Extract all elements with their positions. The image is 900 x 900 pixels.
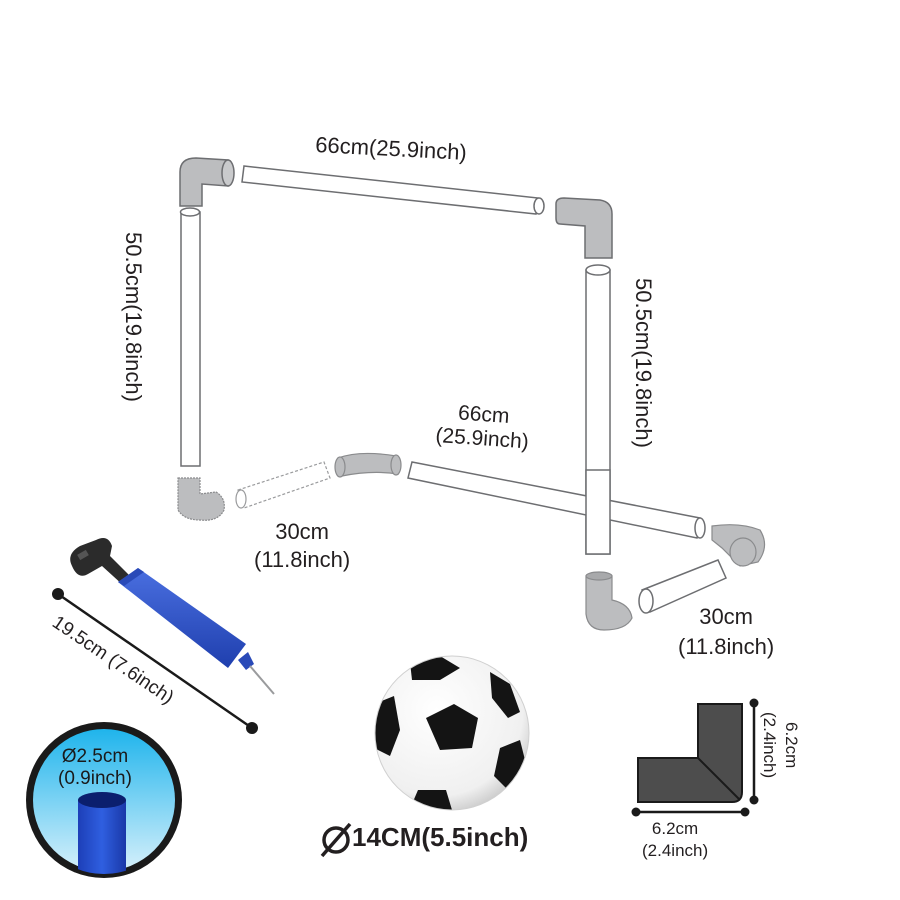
ball-diameter-value: 14CM(5.5inch) bbox=[352, 822, 529, 852]
back-bar-length-label: 66cm (25.9inch) bbox=[435, 400, 532, 454]
pipe-diameter-detail bbox=[26, 722, 182, 878]
right-post-length-label: 50.5cm(19.8inch) bbox=[631, 278, 656, 448]
pipe-diameter-cm: Ø2.5cm bbox=[61, 746, 129, 767]
corner-width-label: 6.2cm (2.4inch) bbox=[642, 818, 708, 862]
corner-height-label: 6.2cm (2.4inch) bbox=[758, 712, 802, 778]
back-right-elbow-connector bbox=[711, 524, 766, 567]
corner-connector-icon bbox=[637, 703, 743, 803]
top-right-elbow-connector bbox=[555, 197, 613, 259]
bottom-right-elbow-connector bbox=[585, 571, 633, 631]
top-left-elbow-connector bbox=[179, 157, 235, 207]
left-foot-length-inch: (11.8inch) bbox=[254, 547, 351, 572]
corner-height-dimension bbox=[749, 698, 759, 805]
left-post-length-label: 50.5cm(19.8inch) bbox=[121, 232, 146, 402]
soccer-ball-icon bbox=[374, 655, 530, 811]
left-foot-length-cm: 30cm bbox=[275, 519, 329, 544]
corner-width-dimension bbox=[631, 807, 750, 817]
diameter-symbol-icon bbox=[320, 822, 352, 858]
pipe-diameter-inch: (0.9inch) bbox=[58, 768, 132, 789]
corner-height-inch: (2.4inch) bbox=[760, 712, 779, 779]
left-foot-length-label: 30cm (11.8inch) bbox=[254, 518, 350, 574]
bottom-left-elbow-connector bbox=[177, 477, 225, 521]
right-foot-pipe bbox=[638, 559, 727, 614]
right-post-front-overlap bbox=[585, 469, 611, 555]
top-bar-pipe bbox=[241, 165, 545, 215]
back-left-elbow-connector bbox=[334, 452, 402, 478]
right-foot-length-label: 30cm (11.8inch) bbox=[678, 602, 774, 662]
pipe-diameter-label: Ø2.5cm (0.9inch) bbox=[58, 746, 132, 790]
left-foot-pipe bbox=[235, 461, 331, 509]
pump-dimension-line bbox=[52, 588, 258, 734]
back-bar-pipe bbox=[407, 461, 706, 539]
corner-height-cm: 6.2cm bbox=[782, 721, 801, 769]
corner-width-cm: 6.2cm bbox=[651, 819, 699, 838]
left-post-pipe bbox=[179, 207, 201, 467]
right-foot-length-cm: 30cm bbox=[699, 604, 753, 629]
ball-pump-icon bbox=[70, 538, 275, 695]
ball-diameter-label: 14CM(5.5inch) bbox=[318, 822, 528, 853]
corner-width-inch: (2.4inch) bbox=[642, 841, 709, 860]
right-foot-length-inch: (11.8inch) bbox=[678, 634, 775, 659]
